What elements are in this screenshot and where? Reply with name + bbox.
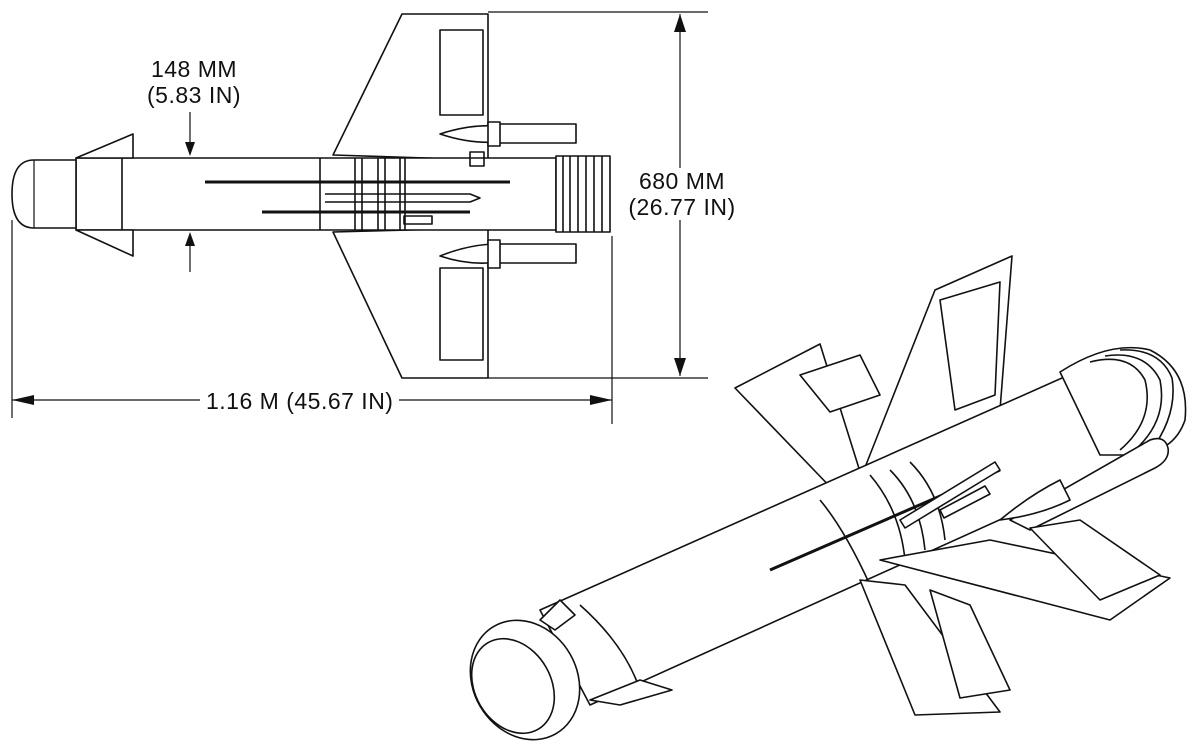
top-view-lower-canard [75,229,134,257]
top-view-body [75,157,557,231]
missile-perspective-view [469,255,1187,741]
diameter-label: 148 MM (5.83 IN) [140,56,248,108]
span-label: 680 MM (26.77 IN) [622,168,742,220]
perspective-front-canard [589,679,673,706]
span-imperial-text: (26.77 IN) [628,194,736,220]
length-text: 1.16 M (45.67 IN) [206,388,394,414]
diameter-imperial-text: (5.83 IN) [147,82,241,108]
top-view-nose [11,159,77,229]
top-view-upper-canard [75,133,134,159]
top-view-lower-wing-panel [439,267,484,361]
top-view-upper-wing-panel [439,29,484,116]
top-view-nozzle [555,155,611,233]
length-label: 1.16 M (45.67 IN) [200,388,400,414]
diameter-metric-text: 148 MM [150,56,238,82]
perspective-lower-right-wing [879,539,1171,621]
span-metric-text: 680 MM [638,168,726,194]
missile-top-view [11,13,611,379]
